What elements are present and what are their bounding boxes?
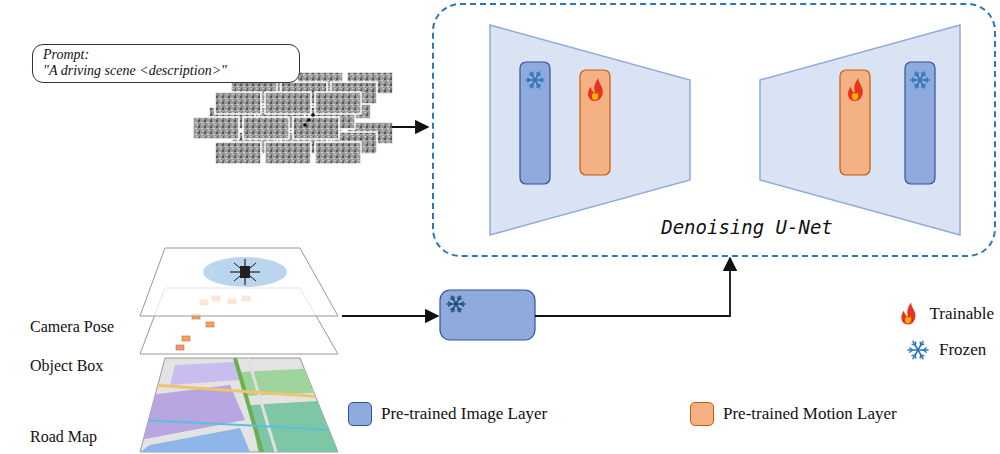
arrow [392,126,428,128]
prompt-heading: Prompt: [43,47,289,63]
flame-icon [848,78,863,101]
legend-swatch [690,402,714,426]
motion-layer [840,70,870,175]
camera-pose-plane [140,248,338,316]
legend-icon [896,302,920,326]
flame-icon [588,78,603,101]
legend-item: Trainable [896,302,994,326]
prompt-text: "A driving scene <description>" [43,63,289,79]
layer-label: Camera Pose [30,318,114,336]
legend-icon [906,338,930,362]
legend-text: Trainable [929,304,994,324]
legend-text: Frozen [939,340,986,360]
snowflake-icon [447,296,465,312]
encoder-trapezoid [490,25,690,235]
noise-frames [193,72,393,164]
region-title: Denoising U-Net [661,216,833,238]
decoder-trapezoid [760,25,960,235]
layer-label: Road Map [30,428,97,446]
image-layer [520,62,550,184]
unet-region: Denoising U-Net [432,3,996,257]
snowflake-icon [911,72,929,88]
icons [447,72,929,312]
legend-item: Pre-trained Motion Layer [690,402,897,426]
legend-swatch [348,402,372,426]
motion-layer [580,70,610,175]
legend-text: Pre-trained Image Layer [381,404,547,424]
prompt-box: Prompt:"A driving scene <description>" [32,44,300,83]
legend-item: Pre-trained Image Layer [348,402,547,426]
image-layer [905,62,935,184]
layer-label: Object Box [30,357,103,375]
road-map-plane [140,358,340,452]
arrow [342,315,438,317]
arrow [535,258,730,316]
legend-item: Frozen [906,338,986,362]
flame-icon [902,302,916,324]
legend-text: Pre-trained Motion Layer [723,404,897,424]
condition-encoder [440,290,535,340]
snowflake-icon [908,341,928,358]
snowflake-icon [526,72,544,88]
